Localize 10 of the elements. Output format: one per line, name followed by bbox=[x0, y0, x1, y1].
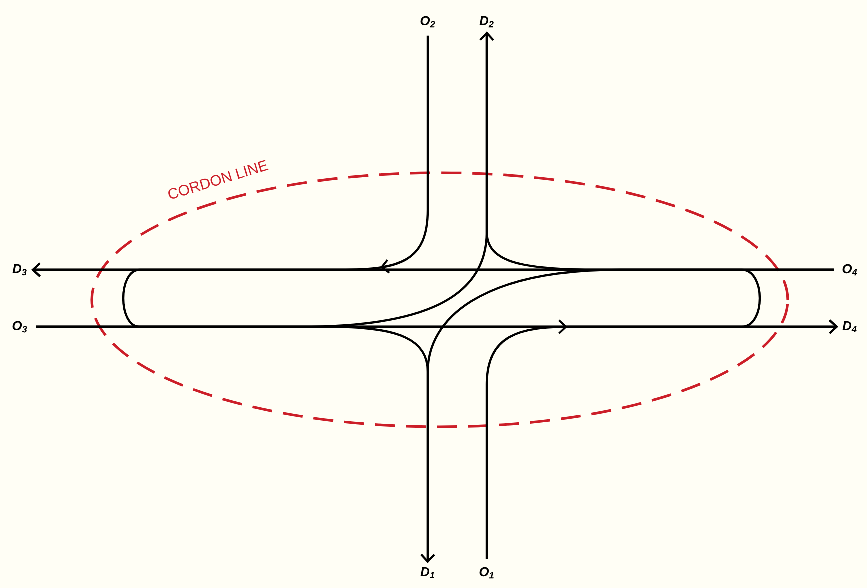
flow-arrow bbox=[32, 262, 761, 328]
flow-label: O$_{1}$ bbox=[480, 567, 494, 579]
flow-label: O$_{2}$ bbox=[420, 16, 436, 28]
flow-label: D$_{2}$ bbox=[480, 16, 494, 28]
flow-label: D$_{3}$ bbox=[12, 264, 27, 276]
flow-label: O$_{3}$ bbox=[12, 321, 28, 333]
flow-label: D$_{4}$ bbox=[842, 321, 857, 333]
flow-label: D$_{1}$ bbox=[420, 567, 434, 579]
flow-label: O$_{4}$ bbox=[842, 264, 858, 276]
flow-arrow bbox=[122, 268, 838, 334]
